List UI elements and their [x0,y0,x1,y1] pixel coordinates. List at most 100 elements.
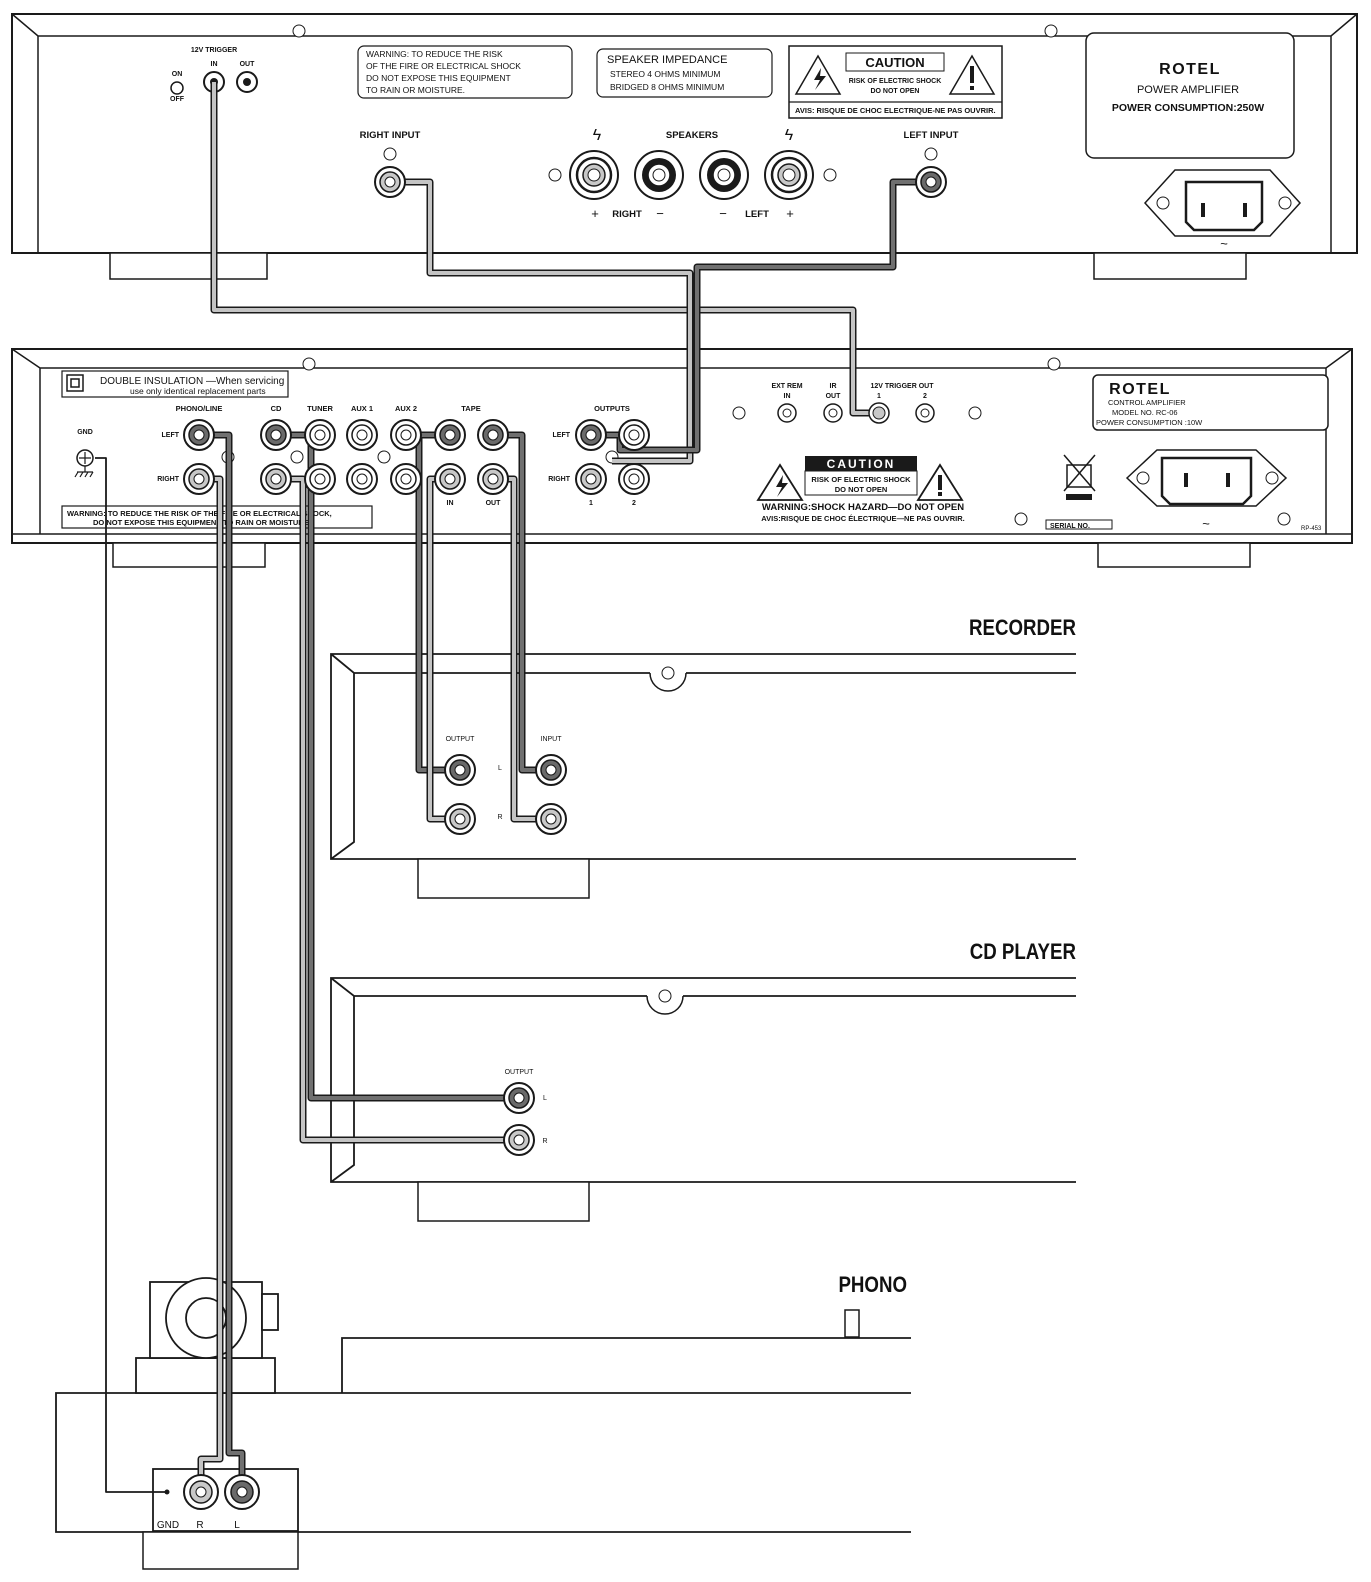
speaker-terminal-right-minus[interactable] [634,150,684,200]
screw-icon [290,450,304,464]
phono-left-jack[interactable] [183,419,215,451]
trigger-1-label: 1 [877,393,881,400]
control-amp-chassis [11,348,1353,544]
output-1-left-jack[interactable] [575,419,607,451]
control-amp-inner-edge [11,348,1353,535]
double-insulation-text: DOUBLE INSULATION —When servicing [100,376,284,387]
input-label-tape: TAPE [461,404,480,413]
ac-pin [1184,473,1188,487]
tape-out-label: OUT [486,500,502,507]
motor-side [261,1293,279,1331]
ir-out-label: OUT [826,393,842,400]
cd-foot [417,1181,590,1222]
brand-logo: ROTEL [1159,61,1221,78]
brand-plate [1092,374,1329,431]
recorder-output-right-jack[interactable] [444,803,476,835]
screw-icon [1277,512,1291,526]
lightning-bolt-icon: ϟ [785,127,794,144]
output-2-right-jack[interactable] [618,463,650,495]
recorder-output-label: OUTPUT [446,736,476,743]
right-row-label: RIGHT [157,476,180,483]
bottom-warning-line: DO NOT EXPOSE THIS EQUIPMENT TO RAIN OR … [93,518,311,527]
power-switch[interactable] [170,81,184,95]
caution-line: DO NOT OPEN [870,88,919,95]
brand-plate [1085,32,1295,159]
screw-icon [302,357,316,371]
recorder-foot [417,858,590,899]
phono-r-jack[interactable] [183,1474,219,1510]
aux2-right-jack[interactable] [390,463,422,495]
left-input-label: LEFT INPUT [904,130,959,141]
screw-icon [924,147,938,161]
tuner-right-jack[interactable] [304,463,336,495]
left-input-jack[interactable] [915,166,947,198]
ground-wire [95,457,167,1493]
caution-title: CAUTION [827,457,896,471]
screw-icon [292,24,306,38]
screw-icon [732,406,746,420]
turntable-plinth [55,1392,911,1533]
ac-pin [1226,473,1230,487]
phono-l-jack[interactable] [224,1474,260,1510]
input-label-cd: CD [271,404,282,413]
gnd-label: GND [77,429,93,436]
trigger-cable-core [212,82,879,415]
tape-in-left-jack[interactable] [434,419,466,451]
trigger-out-1-jack[interactable] [868,402,890,424]
trigger-in-label: IN [211,61,218,68]
output-2-left-jack[interactable] [618,419,650,451]
cd-notch [646,995,684,1015]
speaker-terminal-right-plus[interactable] [569,150,619,200]
recorder-input-left-jack[interactable] [535,754,567,786]
recorder-title: RECORDER [969,617,1076,641]
phono-foot [142,1531,299,1570]
cd-output-label: OUTPUT [505,1069,535,1076]
phono-gnd-label: GND [157,1520,179,1531]
tape-out-left-jack[interactable] [477,419,509,451]
cd-player: CD PLAYER OUTPUT L R [330,941,1076,1222]
aux1-right-jack[interactable] [346,463,378,495]
power-amp-inner-edge [11,13,1358,253]
right-input-jack[interactable] [374,166,406,198]
right-input-label: RIGHT INPUT [360,130,421,141]
tuner-left-jack[interactable] [304,419,336,451]
cd-chassis [330,977,1076,1183]
screw-icon [968,406,982,420]
ground-icon [74,452,94,478]
phono-terminal-box [152,1468,299,1532]
output-1-right-jack[interactable] [575,463,607,495]
double-insulation-icon-inner [70,378,80,388]
screw-icon [1047,357,1061,371]
impedance-box [596,48,773,98]
cd-output-left-jack[interactable] [503,1082,535,1114]
warning-line: DO NOT EXPOSE THIS EQUIPMENT [366,73,511,83]
cd-r-label: R [542,1138,547,1145]
left-speaker-label: LEFT [745,209,769,220]
cd-left-jack[interactable] [260,419,292,451]
recorder-output-left-jack[interactable] [444,754,476,786]
exclamation-mark [970,66,974,83]
cables [95,82,931,1493]
phono-right-jack[interactable] [183,463,215,495]
speaker-terminal-left-plus[interactable] [764,150,814,200]
ac-inlet-socket[interactable] [1160,456,1253,506]
exclamation-dot [938,492,942,496]
warning-shock-text: WARNING:SHOCK HAZARD—DO NOT OPEN [762,502,964,513]
cd-output-right-jack[interactable] [503,1124,535,1156]
replacement-text: use only identical replacement parts [130,386,266,396]
tape-in-right-jack[interactable] [434,463,466,495]
tape-out-right-jack[interactable] [477,463,509,495]
ac-inlet-socket[interactable] [1184,180,1264,232]
recorder-input-right-jack[interactable] [535,803,567,835]
serial-label: SERIAL NO. [1050,523,1090,530]
phono-left-cable-core [199,433,244,1491]
ir-out-label: IR [830,383,837,390]
avis-text: AVIS:RISQUE DE CHOC ÉLECTRIQUE—NE PAS OU… [761,514,965,523]
aux1-left-jack[interactable] [346,419,378,451]
aux2-left-jack[interactable] [390,419,422,451]
outputs-right-label: RIGHT [548,476,571,483]
exclamation-mark [938,475,942,490]
cd-right-jack[interactable] [260,463,292,495]
screw-icon [1156,196,1170,210]
speaker-terminal-left-minus[interactable] [699,150,749,200]
